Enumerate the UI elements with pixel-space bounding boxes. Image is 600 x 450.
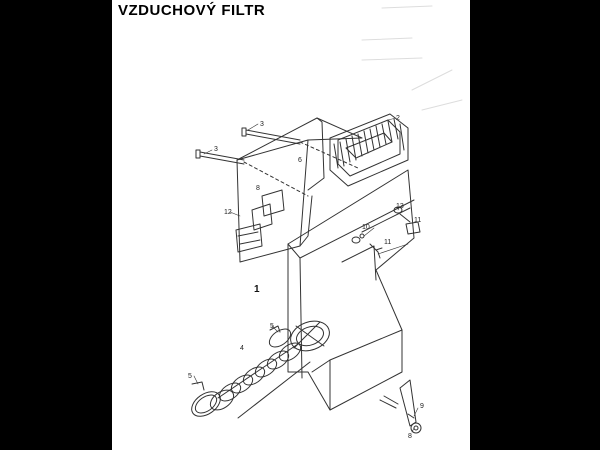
callout-13: 13 xyxy=(396,203,404,210)
bleed-through-marks xyxy=(361,5,463,111)
hose-clamp-lower xyxy=(191,381,221,417)
air-filter-element xyxy=(329,113,409,187)
leader-lines xyxy=(193,117,419,433)
callout-3-upper: 3 xyxy=(260,121,264,128)
callout-5-lower: 5 xyxy=(188,373,192,380)
diagram-title: VZDUCHOVÝ FILTR xyxy=(118,2,266,19)
callout-8-lid: 8 xyxy=(256,185,260,192)
callout-1: 1 xyxy=(254,284,260,295)
callout-11-upper: 11 xyxy=(414,217,421,224)
mounting-bracket xyxy=(379,379,422,434)
exploded-view-drawing: 3 3 2 6 8 12 13 11 10 11 1 5 4 5 9 8 xyxy=(188,5,463,440)
callout-10: 10 xyxy=(362,224,370,231)
callout-labels: 3 3 2 6 8 12 13 11 10 11 1 5 4 5 9 8 xyxy=(188,115,424,440)
long-bolt-upper xyxy=(241,127,359,169)
intake-hose xyxy=(209,342,311,419)
filter-housing-lid xyxy=(235,117,363,263)
callout-11-lower: 11 xyxy=(384,239,391,246)
callout-3-lower: 3 xyxy=(214,146,218,153)
intake-adapter xyxy=(290,320,330,352)
diagram-page: VZDUCHOVÝ FILTR xyxy=(112,0,470,450)
callout-9: 9 xyxy=(420,403,424,410)
callout-12: 12 xyxy=(224,209,232,216)
callout-5-upper: 5 xyxy=(270,323,274,330)
callout-6: 6 xyxy=(298,157,302,164)
callout-8-bracket: 8 xyxy=(408,433,412,440)
long-bolt-lower xyxy=(195,149,309,197)
bolt-right-upper xyxy=(393,206,421,235)
filter-box-body xyxy=(287,169,415,411)
callout-4: 4 xyxy=(240,345,244,352)
hose-clamp-upper xyxy=(268,325,292,348)
callout-2: 2 xyxy=(396,115,400,122)
